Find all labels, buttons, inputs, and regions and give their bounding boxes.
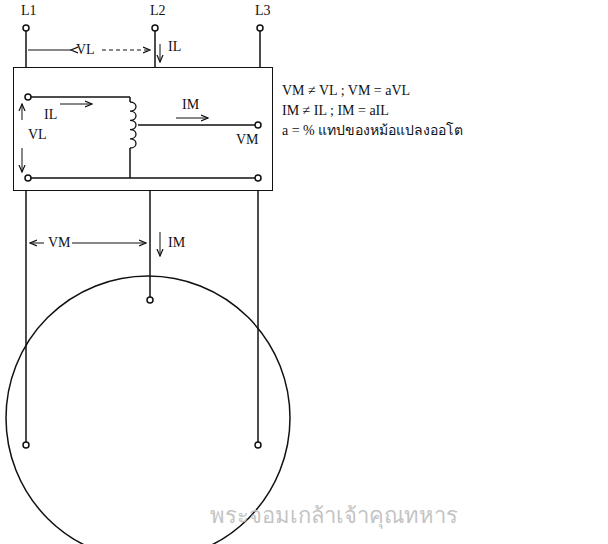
current-label: IL — [44, 108, 57, 122]
terminal-label: L2 — [150, 4, 166, 18]
watermark: พระจอมเกล้าเจ้าคุณทหาร — [210, 505, 458, 527]
voltage-label: VM — [48, 236, 71, 250]
note: a = % แทปของหม้อแปลงออโต — [282, 124, 463, 138]
terminal-label: L3 — [255, 4, 271, 18]
current-label: IM — [168, 236, 185, 250]
current-label: IM — [182, 98, 199, 112]
autotransformer-box: VL IL IM VM — [13, 67, 273, 191]
voltage-label: VL — [76, 43, 95, 57]
voltage-label: VM — [236, 133, 259, 147]
current-label: IL — [168, 40, 181, 54]
equation: VM ≠ VL ; VM = aVL — [282, 84, 410, 98]
terminal-label: L1 — [21, 4, 37, 18]
voltage-label: VL — [28, 128, 47, 142]
equation: IM ≠ IL ; IM = aIL — [282, 104, 389, 118]
